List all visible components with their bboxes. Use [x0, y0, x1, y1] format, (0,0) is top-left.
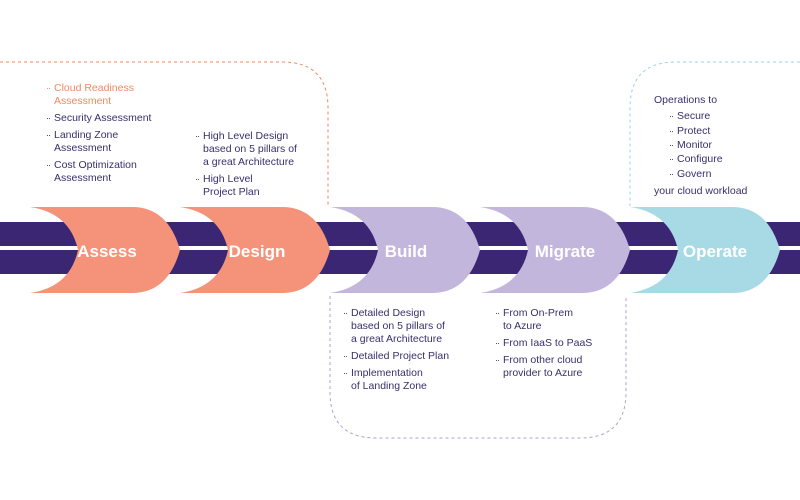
migrate-item-line: From On-Prem — [503, 307, 574, 319]
migrate-item-line: From IaaS to PaaS — [503, 337, 593, 349]
operate-group-border — [629, 61, 800, 206]
bullet-icon: ·· — [46, 83, 51, 93]
bullet-icon: ·· — [195, 174, 200, 184]
operate-item-label: Protect — [677, 125, 711, 137]
assess-item-security: ··Security Assessment — [46, 112, 151, 125]
operate-item-label: Govern — [677, 168, 712, 180]
operate-item-monitor: ··Monitor — [669, 139, 712, 152]
build-item-line: Detailed Design — [351, 307, 426, 319]
bullet-icon: ·· — [495, 338, 500, 348]
assess-item-line: Landing Zone — [54, 129, 119, 141]
operate-item-govern: ··Govern — [669, 168, 711, 181]
assess-item-line: Assessment — [54, 95, 112, 107]
design-item-line: based on 5 pillars of — [203, 143, 297, 155]
bullet-icon: ·· — [195, 131, 200, 141]
chevron-build — [330, 207, 480, 293]
migrate-item-iaas-paas: ··From IaaS to PaaS — [495, 337, 592, 350]
stage-label-operate: Operate — [682, 242, 748, 261]
chevron-design — [180, 207, 330, 293]
bullet-icon: ·· — [669, 169, 674, 179]
stage-label-build: Build — [384, 242, 428, 261]
chevron-migrate — [480, 207, 630, 293]
assess-item-line: Security Assessment — [54, 112, 152, 124]
bullet-icon: ·· — [46, 130, 51, 140]
bullet-icon: ·· — [46, 160, 51, 170]
build-item-line: Detailed Project Plan — [351, 350, 450, 362]
build-migrate-group-border — [329, 296, 627, 439]
operate-item-configure: ··Configure — [669, 153, 723, 166]
operate-intro: Operations to — [654, 94, 718, 106]
bullet-icon: ·· — [46, 113, 51, 123]
migrate-item-line: From other cloud — [503, 354, 583, 366]
build-item-line: Implementation — [351, 367, 423, 379]
bullet-icon: ·· — [669, 126, 674, 136]
bullet-icon: ·· — [343, 368, 348, 378]
operate-item-label: Secure — [677, 110, 711, 122]
assess-item-line: Cost Optimization — [54, 159, 137, 171]
bullet-icon: ·· — [495, 308, 500, 318]
assess-item-line: Assessment — [54, 172, 112, 184]
operate-outro: your cloud workload — [654, 185, 748, 197]
bullet-icon: ·· — [343, 351, 348, 361]
design-item-line: High Level Design — [203, 130, 289, 142]
chevron-operate — [630, 207, 780, 293]
bullet-icon: ·· — [669, 140, 674, 150]
design-item-line: Project Plan — [203, 186, 260, 198]
migrate-item-line: to Azure — [503, 320, 542, 332]
assess-design-group-border — [0, 61, 329, 206]
operate-item-secure: ··Secure — [669, 110, 710, 123]
bullet-icon: ·· — [669, 111, 674, 121]
bullet-icon: ·· — [343, 308, 348, 318]
operate-item-label: Monitor — [677, 139, 713, 151]
assess-item-line: Cloud Readiness — [54, 82, 134, 94]
build-item-project-plan: ··Detailed Project Plan — [343, 350, 449, 363]
operate-item-label: Configure — [677, 153, 723, 165]
build-item-line: of Landing Zone — [351, 380, 427, 392]
chevron-assess — [30, 207, 180, 293]
stage-label-assess: Assess — [77, 242, 137, 261]
design-item-line: a great Architecture — [203, 156, 295, 168]
design-item-line: High Level — [203, 173, 253, 185]
bullet-icon: ·· — [495, 355, 500, 365]
stage-label-design: Design — [228, 242, 286, 261]
operate-item-protect: ··Protect — [669, 125, 710, 138]
migrate-item-line: provider to Azure — [503, 367, 583, 379]
stage-label-migrate: Migrate — [534, 242, 596, 261]
build-item-line: a great Architecture — [351, 333, 443, 345]
bullet-icon: ·· — [669, 154, 674, 164]
assess-item-line: Assessment — [54, 142, 112, 154]
build-item-line: based on 5 pillars of — [351, 320, 445, 332]
